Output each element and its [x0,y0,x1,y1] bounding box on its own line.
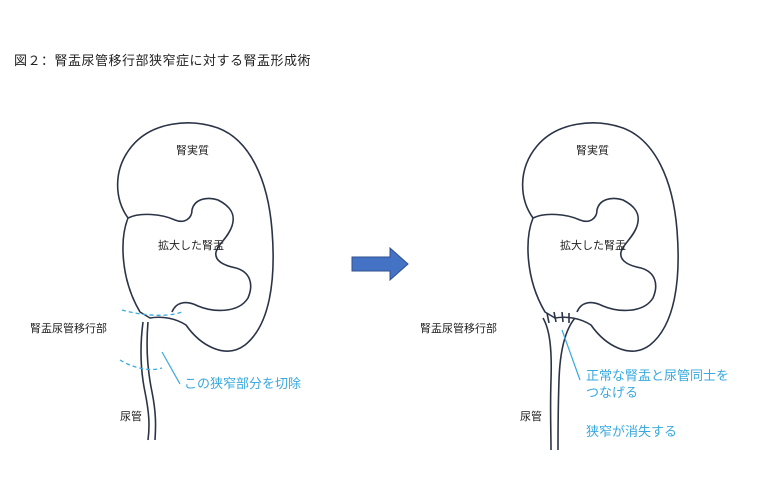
suture-mark [561,311,564,323]
left-ureter-label: 尿管 [120,410,142,423]
left-pelvis-label: 拡大した腎盂 [158,239,224,252]
right-ureter-left-wall [542,317,553,451]
left-cut-guides [119,309,183,371]
suture-mark [546,312,550,324]
figure-title: 図２：腎盂尿管移行部狭窄症に対する腎盂形成術 [14,54,312,69]
right-note-line1: 正常な腎盂と尿管同士を [586,369,730,384]
right-cortex-label: 腎実質 [576,144,609,157]
right-ureter-label: 尿管 [520,410,542,423]
suture-marks [546,311,570,324]
right-pointer-line [561,329,581,381]
right-kidney-outline [521,122,679,352]
left-ureter-right-wall [146,321,157,441]
left-kidney-outline [116,122,274,352]
left-ureter-left-wall [140,321,150,441]
pointer-line [161,351,181,385]
right-pelvis-outline [532,197,657,313]
left-pelvis-outline [127,197,252,313]
right-upj-label: 腎盂尿管移行部 [420,322,497,335]
lower-cut-line [119,359,163,371]
left-cortex-label: 腎実質 [176,144,209,157]
right-note-line2: つなげる [586,386,639,401]
right-pelvis-label: 拡大した腎盂 [560,239,626,252]
left-upj-label: 腎盂尿管移行部 [30,322,107,335]
suture-mark [553,311,557,323]
right-note-2: 狭窄が消失する [586,425,678,440]
left-note: この狭窄部分を切除 [184,377,302,392]
upper-cut-line [121,309,183,316]
right-ureter-right-wall [557,317,576,451]
left-kidney [116,122,274,441]
right-kidney [521,122,679,451]
right-arrow [351,246,409,282]
